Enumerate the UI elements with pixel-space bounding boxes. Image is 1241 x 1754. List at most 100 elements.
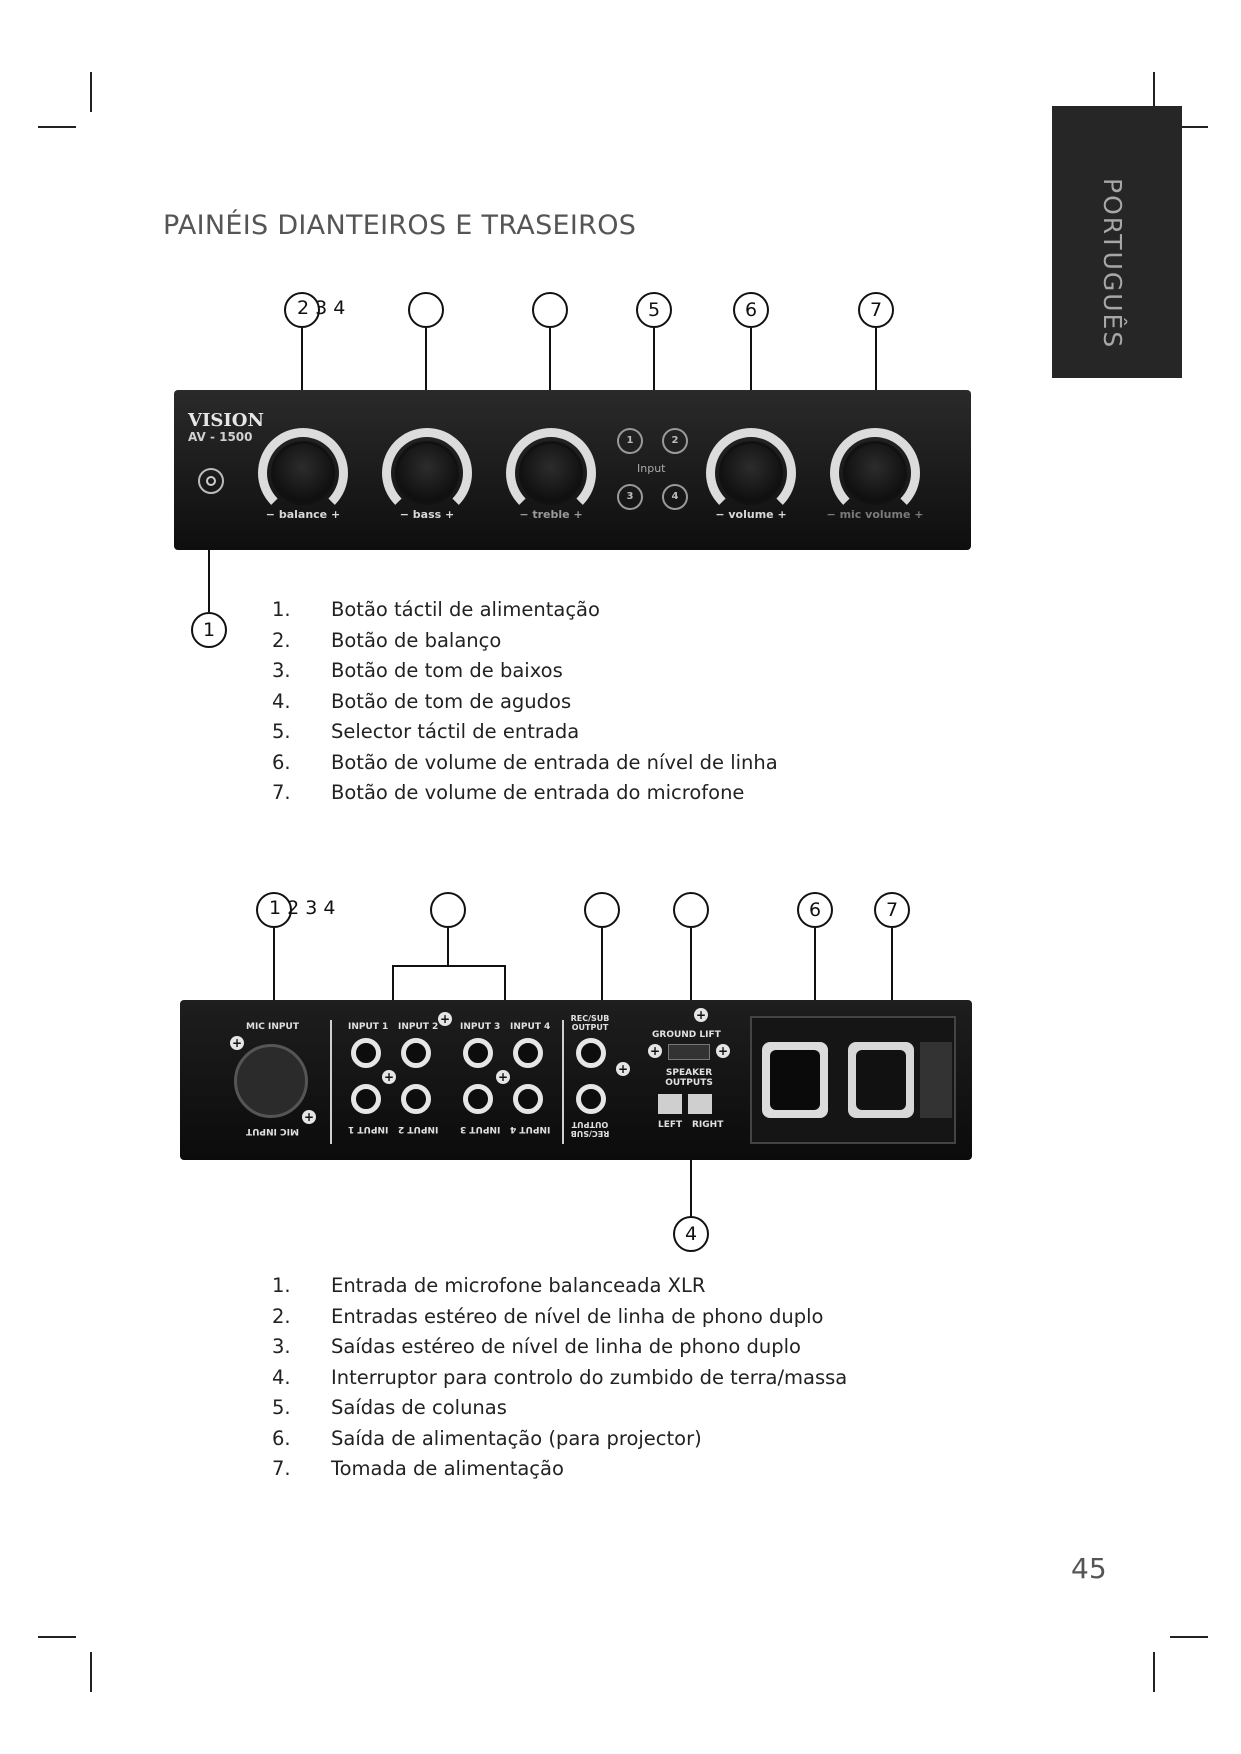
input-button-1[interactable]: 1 [617,428,643,454]
rec-sub-output-rca-top[interactable] [576,1038,606,1068]
callout-front-234 [284,292,320,328]
leader-line [504,965,506,1003]
crop-mark [1170,1636,1208,1638]
callout-rear-empty-c [673,892,709,928]
language-tab: PORTUGUÊS [1052,106,1182,378]
input-4-rca-top[interactable] [513,1038,543,1068]
callout-front-empty-b [532,292,568,328]
page-title: PAINÉIS DIANTEIROS E TRASEIROS [163,210,637,241]
front-panel: VISION AV - 1500 − balance + − bass + − … [174,390,971,550]
input-2-rca-top[interactable] [401,1038,431,1068]
input-button-2[interactable]: 2 [662,428,688,454]
rec-sub-output-rca-bottom[interactable] [576,1084,606,1114]
leader-line [891,928,893,1002]
callout-front-1: 1 [191,612,227,648]
language-tab-label: PORTUGUÊS [1098,178,1127,350]
speaker-terminal-right[interactable] [688,1094,712,1114]
callout-front-empty-a [408,292,444,328]
input-3-rca-top[interactable] [463,1038,493,1068]
screw-icon: + [716,1044,730,1058]
leader-bracket [392,965,506,967]
callout-front-7: 7 [858,292,894,328]
volume-knob-label: − volume + [715,508,787,521]
left-label: LEFT [658,1120,683,1130]
leader-line [208,520,210,612]
rec-sub-output-label-top: REC/SUB OUTPUT [570,1014,610,1032]
callout-rear-1234-label: 1 2 3 4 [269,897,336,919]
projector-power-outlet[interactable] [762,1042,828,1118]
input-4-rca-bottom[interactable] [513,1084,543,1114]
mic-volume-knob[interactable] [830,428,920,518]
input-4-label-bottom: INPUT 4 [510,1124,551,1134]
mic-input-label-top: MIC INPUT [246,1022,299,1032]
rec-sub-output-label-bottom: REC/SUB OUTPUT [570,1120,610,1138]
leader-line [814,928,816,1002]
balance-knob-label: − balance + [265,508,341,521]
leader-line [690,928,692,1002]
input-3-label-bottom: INPUT 3 [460,1124,501,1134]
input-button-3[interactable]: 3 [617,484,643,510]
leader-line [425,328,427,448]
crop-mark [38,126,76,128]
screw-icon: + [382,1070,396,1084]
input-3-rca-bottom[interactable] [463,1084,493,1114]
crop-mark [1170,126,1208,128]
crop-mark [38,1636,76,1638]
ground-lift-label: GROUND LIFT [652,1030,721,1040]
callout-rear-empty-a [430,892,466,928]
divider [330,1020,332,1144]
crop-mark [1153,1652,1155,1692]
rear-panel: MIC INPUT MIC INPUT + + INPUT 1 INPUT 2 … [180,1000,972,1160]
leader-line [549,328,551,448]
bass-knob-label: − bass + [399,508,455,521]
screw-icon: + [616,1062,630,1076]
divider [562,1020,564,1144]
screw-icon: + [230,1036,244,1050]
speaker-terminal-left[interactable] [658,1094,682,1114]
speaker-outputs-label: SPEAKER OUTPUTS [665,1068,713,1088]
xlr-mic-input[interactable] [234,1044,308,1118]
treble-knob-label: − treble + [519,508,583,521]
callout-front-234-label: 2 3 4 [297,297,346,319]
callout-front-5: 5 [636,292,672,328]
volume-knob[interactable] [706,428,796,518]
input-1-rca-top[interactable] [351,1038,381,1068]
leader-line [653,328,655,428]
input-1-label-top: INPUT 1 [348,1022,389,1032]
leader-line [750,328,752,438]
leader-line [301,328,303,448]
input-label: Input [637,462,666,475]
power-inlet[interactable] [848,1042,914,1118]
screw-icon: + [438,1012,452,1026]
ground-lift-switch[interactable] [668,1044,710,1060]
leader-line [447,928,449,966]
callout-front-6: 6 [733,292,769,328]
screw-icon: + [648,1044,662,1058]
input-1-rca-bottom[interactable] [351,1084,381,1114]
crop-mark [1153,72,1155,112]
mic-volume-knob-label: − mic volume + [826,508,924,521]
mic-input-label-bottom: MIC INPUT [246,1126,299,1136]
callout-rear-7: 7 [874,892,910,928]
power-socket-area [750,1016,956,1144]
bass-knob[interactable] [382,428,472,518]
power-button[interactable] [198,468,224,494]
input-button-4[interactable]: 4 [662,484,688,510]
treble-knob[interactable] [506,428,596,518]
callout-rear-empty-b [584,892,620,928]
input-2-rca-bottom[interactable] [401,1084,431,1114]
crop-mark [90,1652,92,1692]
brand-logo: VISION [188,410,264,431]
fuse-holder [920,1042,952,1118]
screw-icon: + [302,1110,316,1124]
leader-line [875,328,877,438]
balance-knob[interactable] [258,428,348,518]
crop-mark [90,72,92,112]
page-number: 45 [1071,1552,1107,1585]
leader-line [690,1160,692,1222]
callout-rear-1234 [256,892,292,928]
callout-rear-4: 4 [673,1216,709,1252]
screw-icon: + [694,1008,708,1022]
model-label: AV - 1500 [188,430,253,444]
input-1-label-bottom: INPUT 1 [348,1124,389,1134]
